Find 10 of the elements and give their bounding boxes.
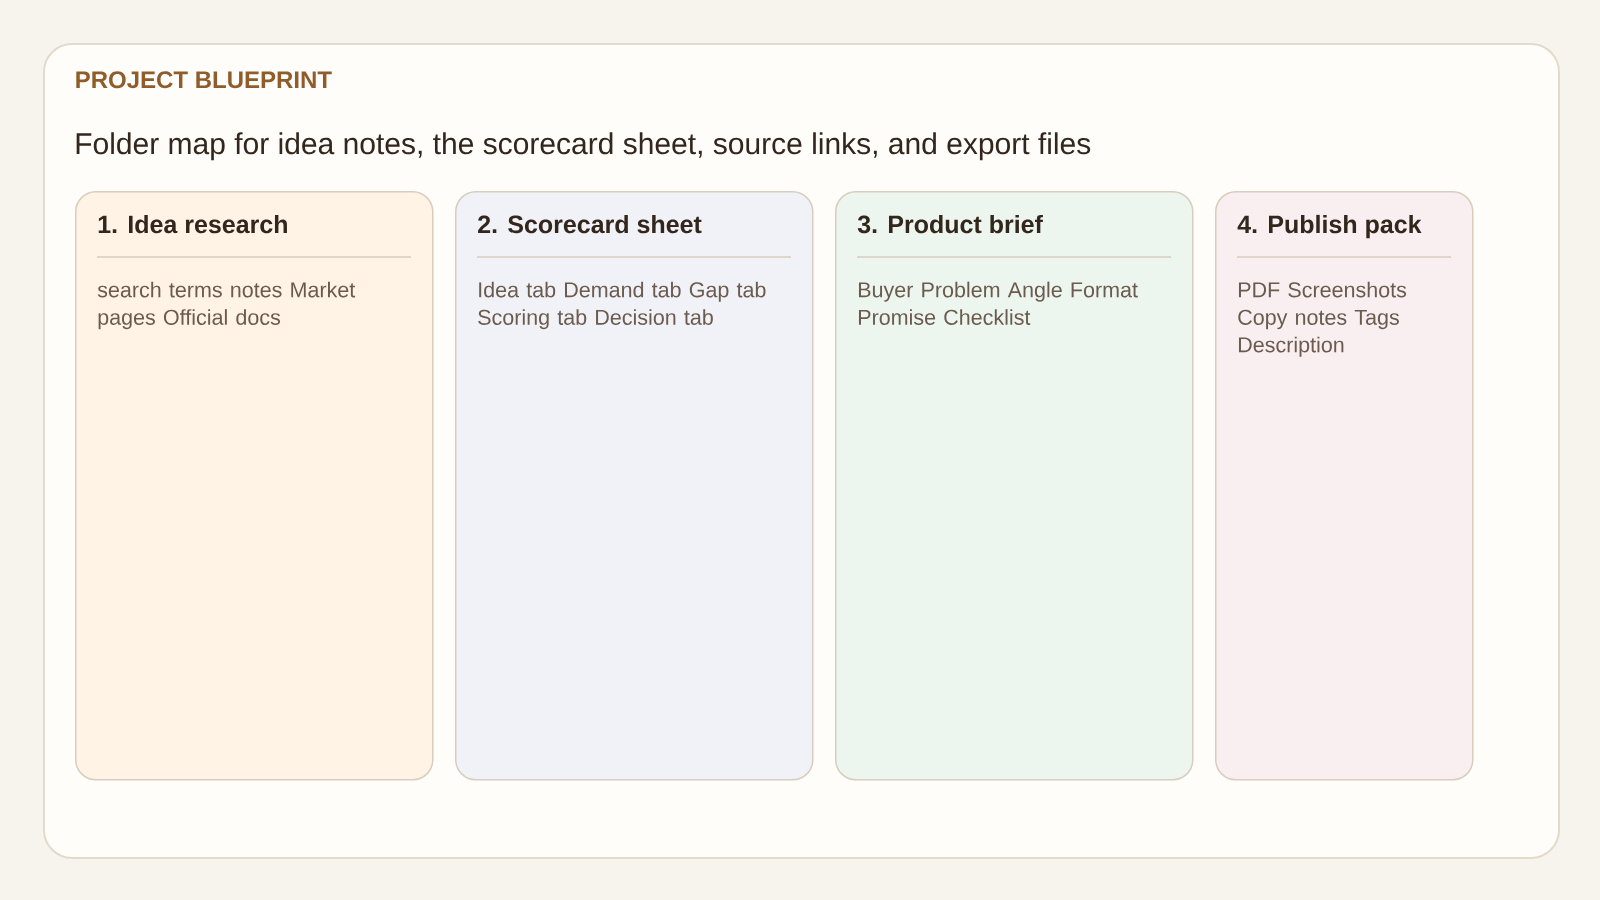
card-title: 4. Publish pack xyxy=(1237,214,1422,239)
card-title: 1. Idea research xyxy=(98,214,287,234)
heading-text: Folder map for idea notes, the scorecard sheet, source links, and export files xyxy=(76,132,1091,161)
card-title: 3. Product brief xyxy=(857,214,1043,234)
card-text: search terms notes Market pages Official docs xyxy=(97,281,356,330)
card-text: PDF Screenshots Copy notes Tags Description xyxy=(1238,281,1407,357)
section-label: PROJECT BLUEPRINT xyxy=(76,71,332,89)
card-text: Buyer Problem Angle Format Promise Checklist xyxy=(858,281,1138,325)
card-title: 2. Scorecard sheet xyxy=(478,214,702,234)
card-text: Idea tab Demand tab Gap tab Scoring tab Decision tab xyxy=(478,281,766,330)
